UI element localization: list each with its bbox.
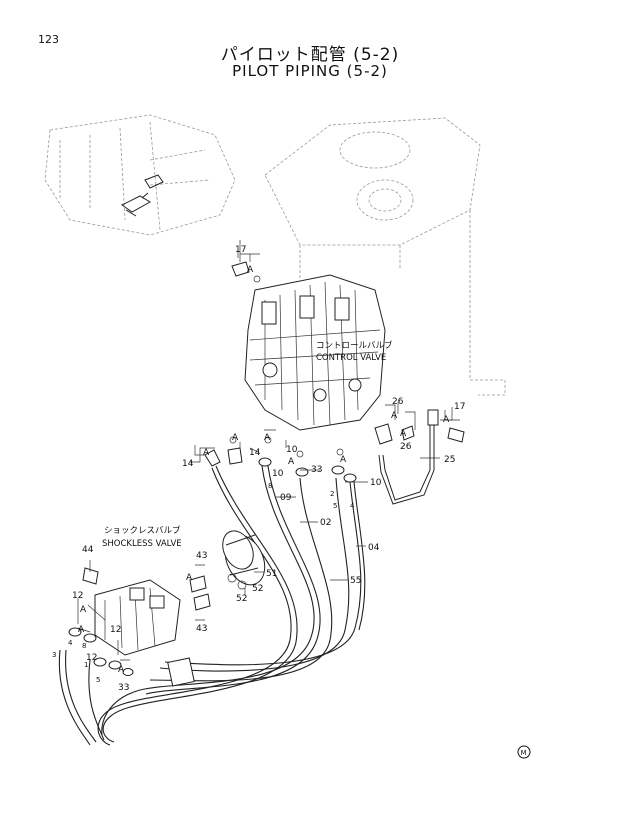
label-02: 02 xyxy=(320,518,331,528)
label-a-7: A xyxy=(264,433,271,443)
title-japanese: パイロット配管 (5-2) xyxy=(220,45,400,65)
label-a-3: A xyxy=(391,411,398,421)
label-a-8: A xyxy=(288,457,295,467)
hose-mark-8b: 8 xyxy=(82,642,86,650)
label-43-upper: 43 xyxy=(196,551,207,561)
label-51: 51 xyxy=(266,569,277,579)
hose-mark-1: 1 xyxy=(84,661,88,669)
label-09: 09 xyxy=(280,493,292,503)
hose-mark-2: 2 xyxy=(330,490,334,498)
fitting-26 xyxy=(374,404,415,445)
caption-shockless-valve-en: SHOCKLESS VALVE xyxy=(102,539,182,549)
label-55: 55 xyxy=(350,576,361,586)
fittings-14 xyxy=(194,442,243,467)
label-12-lower: 12 xyxy=(86,653,97,663)
label-43-lower: 43 xyxy=(196,624,207,634)
hose-mark-5: 5 xyxy=(333,502,337,510)
label-10-right: 10 xyxy=(370,478,382,488)
hose-bundle xyxy=(58,465,366,746)
accumulator-51 xyxy=(222,530,266,590)
label-a-1: A xyxy=(247,265,254,275)
page-number: 123 xyxy=(38,33,59,46)
hose-mark-5b: 5 xyxy=(96,676,100,684)
pipe-25 xyxy=(378,409,439,505)
title-english: PILOT PIPING (5-2) xyxy=(232,62,388,80)
svg-text:M: M xyxy=(521,749,527,757)
label-a-10: A xyxy=(186,573,193,583)
hose-mark-4: 4 xyxy=(350,502,355,510)
label-a-9: A xyxy=(340,455,347,465)
label-17-right: 17 xyxy=(454,402,465,412)
caption-control-valve-jp: コントロールバルブ xyxy=(316,340,393,351)
label-26-upper: 26 xyxy=(392,397,404,407)
hose-mark-3: 3 xyxy=(52,651,56,659)
label-14-right: 14 xyxy=(249,448,261,458)
label-33-upper: 33 xyxy=(311,465,322,475)
label-a-2: A xyxy=(443,415,450,425)
leader-lines xyxy=(77,240,453,661)
label-25: 25 xyxy=(444,455,455,465)
label-a-6: A xyxy=(232,433,239,443)
label-52-left: 52 xyxy=(236,594,247,604)
label-10-mid: 10 xyxy=(272,469,284,479)
caption-control-valve-en: CONTROL VALVE xyxy=(316,353,386,363)
hose-mark-8: 8 xyxy=(268,482,272,490)
label-12-upper: 12 xyxy=(72,591,83,601)
label-a-12: A xyxy=(78,625,85,635)
shockless-fittings xyxy=(68,575,211,676)
label-12-mid: 12 xyxy=(110,625,121,635)
control-valve xyxy=(244,274,386,431)
label-a-4: A xyxy=(400,429,407,439)
label-26-lower: 26 xyxy=(400,442,412,452)
circled-m-logo: M xyxy=(517,745,531,759)
label-a-11: A xyxy=(80,605,87,615)
label-17-upper: 17 xyxy=(235,245,246,255)
label-52-lower: 52 xyxy=(252,584,263,594)
label-a-13: A xyxy=(118,665,125,675)
label-44: 44 xyxy=(82,545,94,555)
label-04: 04 xyxy=(368,543,380,553)
ghost-outline-upper-left xyxy=(44,114,236,236)
fittings-10-33 xyxy=(229,436,357,483)
shockless-valve xyxy=(82,567,181,656)
caption-shockless-valve-jp: ショックレスバルブ xyxy=(104,525,181,536)
label-14-left: 14 xyxy=(182,459,194,469)
fitting-17-upper xyxy=(231,253,261,283)
hose-mark-4b: 4 xyxy=(68,639,73,647)
ghost-outline-tank xyxy=(264,117,506,396)
label-a-5: A xyxy=(203,448,210,458)
label-10-upper: 10 xyxy=(286,445,298,455)
label-33-lower: 33 xyxy=(118,683,129,693)
